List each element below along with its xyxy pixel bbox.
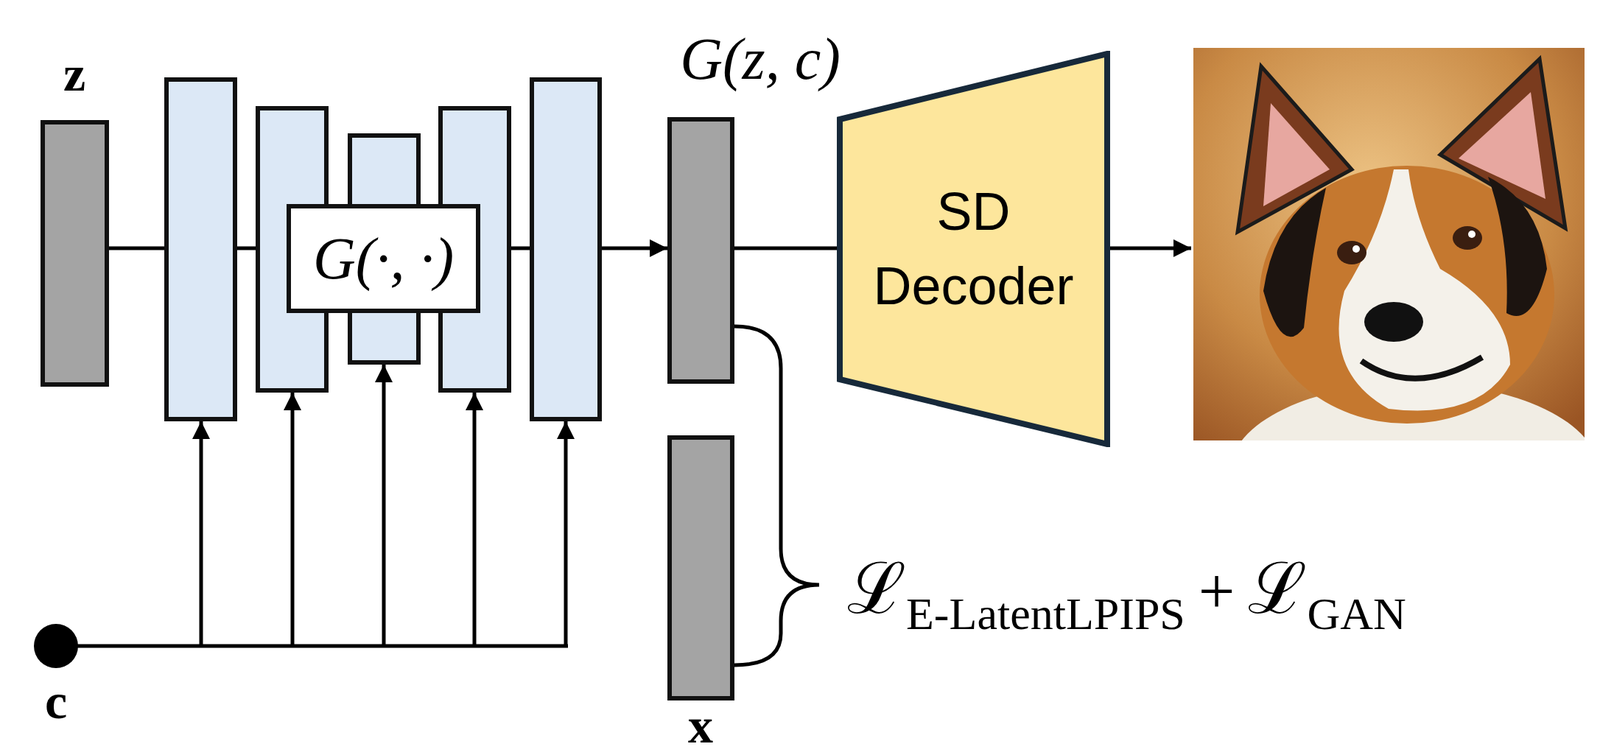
decoder-shape (839, 53, 1108, 445)
corgi-image-part-part (1488, 176, 1547, 317)
loss-term: GAN (1306, 588, 1406, 639)
corgi-image-part-part (1339, 169, 1511, 412)
corgi-image-part-part (1263, 187, 1326, 337)
node-label: x (688, 700, 714, 751)
condition-wires (55, 364, 568, 647)
condition-wires-part (564, 421, 568, 647)
condition-wires-part (199, 421, 204, 647)
node-label: z (63, 48, 86, 99)
generator-layer-bars-part (531, 79, 600, 420)
corgi-image-part-part (1352, 245, 1360, 253)
generator-box: G(·, ·) (286, 204, 481, 314)
connector (734, 246, 837, 251)
latent-bar: x (667, 435, 735, 701)
loss-brace-part (734, 326, 820, 666)
condition-wires-part (382, 364, 387, 647)
condition-dot: c (33, 623, 79, 669)
decoder-outline (836, 50, 1111, 448)
condition-wires-part (55, 644, 568, 649)
generator-layer-bars-part (166, 79, 235, 420)
node-label: c (44, 676, 68, 727)
corgi-image-part-part (1452, 226, 1483, 250)
loss-term: ℒ (1247, 547, 1307, 630)
corgi-image-part-part (1468, 230, 1476, 238)
decoder-label: SD Decoder (855, 174, 1092, 324)
generator-layer-bars (166, 79, 600, 420)
loss-term: + (1198, 555, 1236, 627)
corgi-image-part-part (1364, 302, 1424, 342)
decoder-trapezoid: SD Decoder (836, 50, 1111, 448)
loss-brace (734, 326, 820, 666)
corgi-image-part-part (1361, 357, 1483, 379)
latent-bar: z (40, 120, 110, 387)
condition-wires-part (472, 392, 477, 647)
corgi-image-part-part (1259, 165, 1555, 424)
corgi-image-part (1193, 47, 1585, 441)
output-arrow-part (1110, 246, 1192, 251)
output-arrow (1110, 248, 1192, 249)
corgi-image (1193, 47, 1599, 560)
corgi-image-part-part (1193, 47, 1585, 441)
loss-term: ℒ (847, 547, 907, 630)
loss-term: E-LatentLPIPS (906, 588, 1186, 639)
condition-wires-part (290, 392, 295, 647)
node-label: G(z, c) (679, 29, 841, 89)
latent-bar: G(z, c) (667, 117, 735, 384)
loss-formula: ℒE-LatentLPIPS+ℒGAN (847, 537, 1407, 634)
corgi-image-part-part (1337, 240, 1367, 265)
corgi-image-part-part (1263, 103, 1330, 207)
node-label: G(·, ·) (313, 229, 454, 289)
